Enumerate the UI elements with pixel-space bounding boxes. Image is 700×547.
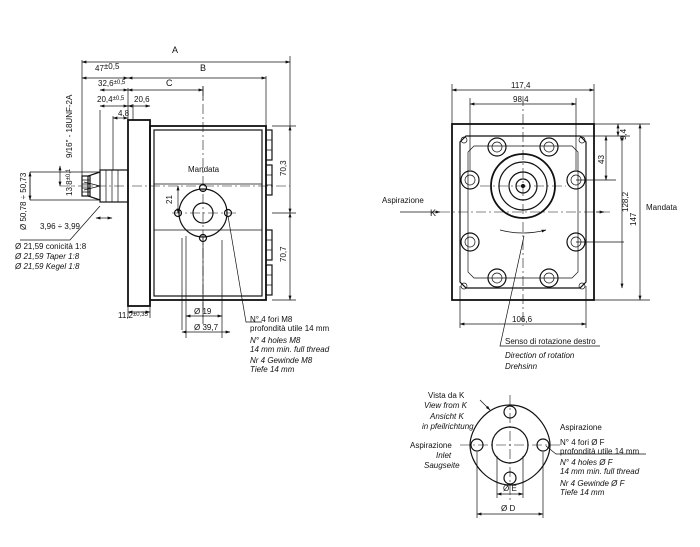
- view-k-holes-it-1: N° 4 fori Ø F: [560, 438, 605, 447]
- view-k-inlet-it: Aspirazione: [410, 441, 452, 450]
- shaft-diameter-label: Ø 50,78 ÷ 50,73: [19, 172, 28, 230]
- dim-98-4-label: 98,4: [513, 95, 529, 104]
- dim-e-label: Ø E: [503, 484, 517, 493]
- view-k-title-de: Ansicht K: [429, 412, 464, 421]
- view-k-inlet-de: Saugseite: [424, 461, 460, 470]
- dim-39-7-label: Ø 39,7: [194, 323, 219, 332]
- view-k-inlet-en: Inlet: [436, 451, 452, 460]
- view-k-holes-en-2: 14 mm min. full thread: [560, 467, 640, 476]
- dim-9-4-label: 9,4: [619, 128, 628, 140]
- view-k-aspirazione: Aspirazione: [560, 423, 602, 432]
- rotation-note-en: Direction of rotation: [505, 351, 575, 360]
- holes-note-en-1: N° 4 holes M8: [250, 336, 301, 345]
- dim-c-label: C: [166, 78, 173, 88]
- dim-11-2-label: 11,2±0,35: [118, 311, 149, 320]
- rotation-note-it: Senso di rotazione destro: [505, 337, 596, 346]
- view-k-holes-en-1: N° 4 holes Ø F: [560, 458, 614, 467]
- front-inlet-label: Aspirazione: [382, 196, 424, 205]
- taper-label-de: Ø 21,59 Kegel 1:8: [14, 262, 80, 271]
- mounting-flange: [127, 119, 151, 307]
- dim-128-2-label: 128,2: [621, 191, 630, 212]
- dim-147-label: 147: [629, 212, 638, 226]
- view-k-holes-de-2: Tiefe 14 mm: [560, 488, 605, 497]
- dim-b-label: B: [200, 63, 206, 73]
- view-k: Ø E Ø D Vista da K View from K Ansicht K…: [410, 391, 646, 518]
- dim-21-label: 21: [165, 195, 174, 204]
- dim-70-7-label: 70,7: [279, 246, 288, 262]
- view-k-title-it: Vista da K: [428, 391, 465, 400]
- taper-label-it: Ø 21,59 conicità 1:8: [15, 242, 87, 251]
- holes-note-en-2: 14 mm min. full thread: [250, 345, 330, 354]
- taper-label-en: Ø 21,59 Taper 1:8: [14, 252, 80, 261]
- thread-spec-label: 9/16" - 18UNF-2A: [65, 94, 74, 158]
- dim-3-96-label: 3,96 ÷ 3,99: [40, 222, 81, 231]
- bolt-heads-right: [265, 129, 273, 296]
- dim-106-6-label: 106,6: [512, 315, 533, 324]
- rotation-note-de: Drehsinn: [505, 362, 538, 371]
- dim-4-8-label: 4,8: [118, 109, 130, 118]
- front-outlet-label: Mandata: [646, 203, 678, 212]
- dim-43-label: 43: [597, 155, 606, 164]
- dim-117-4-label: 117,4: [511, 81, 531, 90]
- dim-47-label: 47±0,5: [95, 62, 120, 73]
- holes-note-it-2: profondità utile 14 mm: [250, 324, 329, 333]
- side-view: A B C 47±0,5 32,6±0,5 20,4±0,5 20,6 4,8 …: [14, 45, 330, 374]
- dim-32-6-label: 32,6±0,5: [98, 79, 126, 88]
- dim-13-8-label: 13,8±0,1: [65, 168, 74, 196]
- view-k-holes-it-2: profondità utile 14 mm: [560, 447, 639, 456]
- view-k-title-en: View from K: [424, 401, 468, 410]
- dim-a-label: A: [172, 45, 178, 55]
- holes-note-it-1: N° 4 fori M8: [250, 315, 293, 324]
- dim-70-3-label: 70,3: [279, 160, 288, 176]
- dim-d-label: Ø D: [501, 504, 515, 513]
- rotation-arrow: [499, 229, 547, 234]
- dimension-lines-top: [81, 56, 291, 176]
- outlet-label: Mandata: [188, 165, 220, 174]
- dim-20-4-label: 20,4±0,5: [97, 95, 125, 104]
- pump-body-inner: [153, 129, 263, 297]
- holes-note-de-1: Nr 4 Gewinde M8: [250, 356, 313, 365]
- holes-note-de-2: Tiefe 14 mm: [250, 365, 295, 374]
- view-k-title-de-2: in pfeilrichtung: [422, 422, 474, 431]
- view-k-letter: K: [430, 208, 436, 218]
- front-view: 117,4 98,4 9,4 43 128,2 147 Mandata 106,…: [382, 81, 678, 371]
- shaft: [81, 169, 129, 203]
- dim-19-label: Ø 19: [194, 307, 212, 316]
- view-k-holes-de-1: Nr 4 Gewinde Ø F: [560, 479, 626, 488]
- dim-20-6-label: 20,6: [134, 95, 150, 104]
